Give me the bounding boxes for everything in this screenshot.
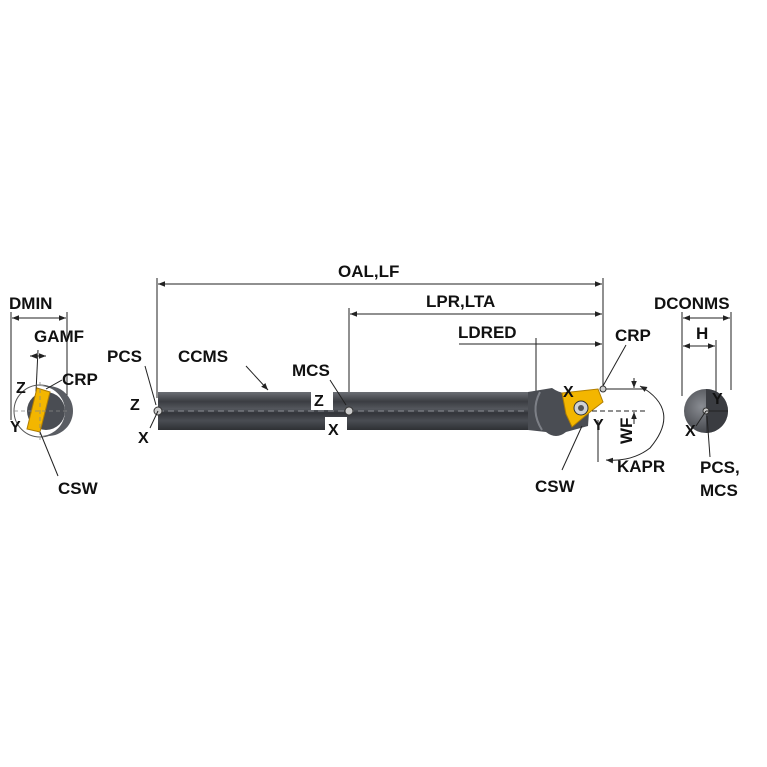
tip-csw-label: CSW	[535, 477, 576, 496]
z-axis-mid: Z	[314, 393, 324, 410]
ldred-label: LDRED	[458, 323, 517, 342]
oal-lf-label: OAL,LF	[338, 262, 399, 281]
h-label: H	[696, 324, 708, 343]
main-view: OAL,LF LPR,LTA LDRED PCS CCMS MCS Z X Z …	[107, 262, 604, 447]
pcs-leader	[144, 365, 157, 406]
z-axis-left: Z	[130, 397, 140, 414]
dconms-label: DCONMS	[654, 294, 730, 313]
pcs-label: PCS	[107, 347, 142, 366]
lpr-lta-label: LPR,LTA	[426, 292, 495, 311]
left-y-label: Y	[10, 419, 21, 436]
mcs-marker	[344, 406, 354, 416]
tip-x-label: X	[563, 384, 574, 401]
z-axis-mid-box	[311, 390, 333, 410]
tip-crp-leader	[602, 344, 627, 387]
end-x-label: X	[685, 423, 696, 440]
dmin-label: DMIN	[9, 294, 52, 313]
bar-head-curve	[534, 391, 543, 431]
left-csw-leader	[39, 431, 59, 477]
mcs-leader	[329, 379, 347, 406]
wf-label: WF	[617, 418, 636, 444]
kapr-label: KAPR	[617, 457, 665, 476]
mcs-label: MCS	[292, 361, 330, 380]
ccms-leader	[245, 365, 269, 391]
end-pcs-leader	[706, 415, 711, 458]
left-crp-leader	[45, 379, 63, 390]
x-axis-left: X	[138, 430, 149, 447]
end-view: DCONMS H Y X PCS, MCS	[654, 294, 740, 500]
left-view: DMIN GAMF Z Y CRP CSW	[9, 294, 99, 498]
tip-insert-screw-center	[578, 405, 584, 411]
x-axis-left-line	[149, 410, 159, 429]
kapr-arc	[605, 385, 665, 464]
left-crp-label: CRP	[62, 370, 98, 389]
ccms-label: CCMS	[178, 347, 228, 366]
tip-crp-label: CRP	[615, 326, 651, 345]
end-y-label: Y	[712, 391, 723, 408]
gamf-label: GAMF	[34, 327, 84, 346]
x-axis-mid-box	[325, 417, 347, 439]
tip-view: CRP X Y WF KAPR CSW	[535, 326, 665, 496]
left-z-label: Z	[16, 380, 26, 397]
end-view-axis-v	[695, 410, 707, 427]
end-mcs-label: MCS	[700, 481, 738, 500]
end-pcs-label: PCS,	[700, 458, 740, 477]
x-axis-mid: X	[328, 422, 339, 439]
tip-crp-marker	[599, 385, 607, 393]
left-tool-body	[40, 386, 73, 436]
left-csw-label: CSW	[58, 479, 99, 498]
tip-csw-leader	[561, 425, 583, 471]
